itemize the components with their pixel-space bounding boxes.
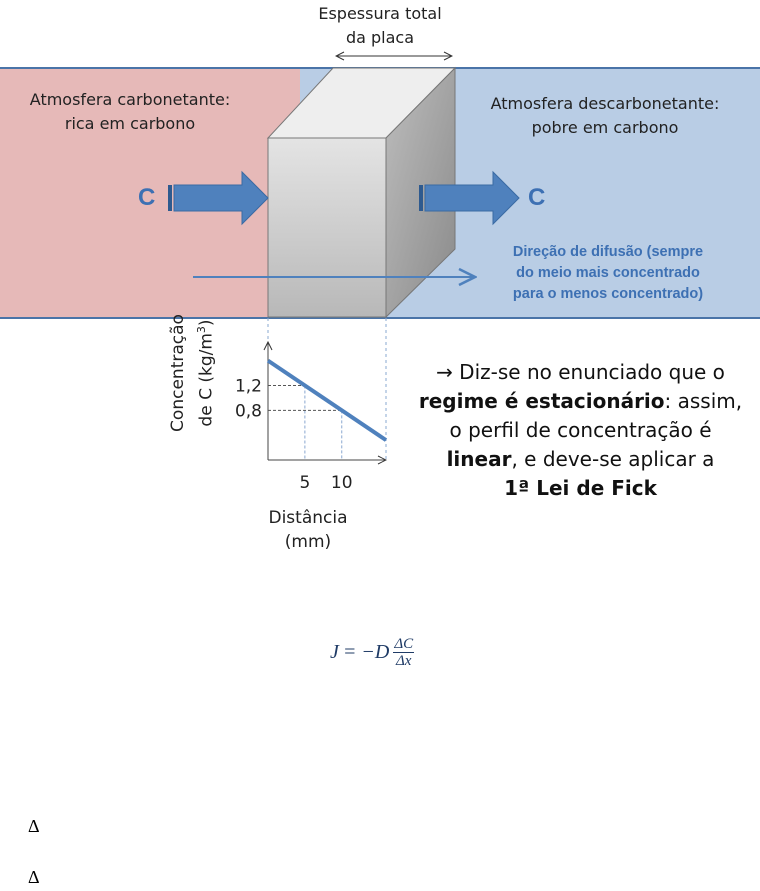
note-line5: 1ª Lei de Fick	[408, 474, 753, 503]
note-bold-regime: regime é estacionário	[418, 389, 665, 413]
formula-denominator: Δx	[396, 653, 412, 669]
formula-numerator: ΔC	[393, 636, 415, 653]
diffusion-line3: para o menos concentrado)	[512, 286, 704, 302]
thickness-label-line1: Espessura total	[318, 4, 442, 23]
right-atmosphere-line2: pobre em carbono	[531, 118, 679, 137]
left-atmosphere-line2: rica em carbono	[64, 114, 196, 133]
fick-law-formula: J = −D ΔC Δx	[330, 636, 415, 669]
note-line1: → Diz-se no enunciado que o	[408, 358, 753, 387]
x-label-line2: (mm)	[284, 532, 332, 552]
note-bold-fick: 1ª Lei de Fick	[504, 476, 657, 500]
y-label-text: de C (kg/m	[196, 333, 217, 427]
concentration-chart: 5 1,2 10 0,8	[235, 342, 388, 493]
delta-symbol: Δ	[28, 867, 40, 887]
arrow-glyph: →	[436, 360, 453, 384]
note-line2: regime é estacionário: assim,	[408, 387, 753, 416]
formula-eq: = −D	[342, 641, 390, 663]
thickness-label: Espessura total da placa	[300, 2, 460, 50]
carbon-arrow-in	[168, 170, 269, 226]
note-text: , e deve-se aplicar a	[511, 447, 715, 471]
y-label-line1: Concentração	[168, 314, 188, 432]
carbon-symbol-left: C	[138, 184, 156, 211]
carbon-arrow-out	[419, 170, 520, 226]
diffusion-direction-label: Direção de difusão (sempre do meio mais …	[478, 242, 738, 305]
concentration-line	[266, 358, 388, 442]
steady-state-note: → Diz-se no enunciado que o regime é est…	[408, 358, 753, 503]
y-tick-label: 1,2	[235, 376, 262, 396]
y-tick-label: 0,8	[235, 401, 262, 421]
note-text: : assim,	[664, 389, 743, 413]
left-atmosphere-line1: Atmosfera carbonetante:	[29, 90, 231, 109]
carbon-symbol-right: C	[528, 184, 546, 211]
x-label-line1: Distância	[268, 508, 348, 528]
diffusion-line1: Direção de difusão (sempre	[512, 244, 704, 260]
note-line4: linear, e deve-se aplicar a	[408, 445, 753, 474]
right-atmosphere-label: Atmosfera descarbonetante: pobre em carb…	[470, 92, 740, 140]
note-bold-linear: linear	[446, 447, 512, 471]
delta-symbol: Δ	[28, 816, 40, 836]
diffusion-line2: do meio mais concentrado	[516, 265, 700, 281]
y-label-close: )	[196, 319, 217, 327]
x-tick-label: 5	[299, 473, 310, 493]
note-line3: o perfil de concentração é	[449, 418, 712, 442]
thickness-label-line2: da placa	[345, 28, 415, 47]
x-tick-label: 10	[331, 473, 353, 493]
chart-x-axis-label: Distância (mm)	[258, 506, 358, 554]
chart-y-axis-label: Concentração de C (kg/m3)	[166, 268, 226, 478]
y-label-sup: 3	[195, 326, 208, 334]
left-atmosphere-label: Atmosfera carbonetante: rica em carbono	[10, 88, 250, 136]
note-text: Diz-se no enunciado que o	[452, 360, 725, 384]
y-label-line2: de C (kg/m3)	[190, 268, 219, 478]
formula-fraction: ΔC Δx	[393, 636, 415, 669]
right-atmosphere-line1: Atmosfera descarbonetante:	[490, 94, 720, 113]
formula-lhs: J	[330, 641, 339, 663]
